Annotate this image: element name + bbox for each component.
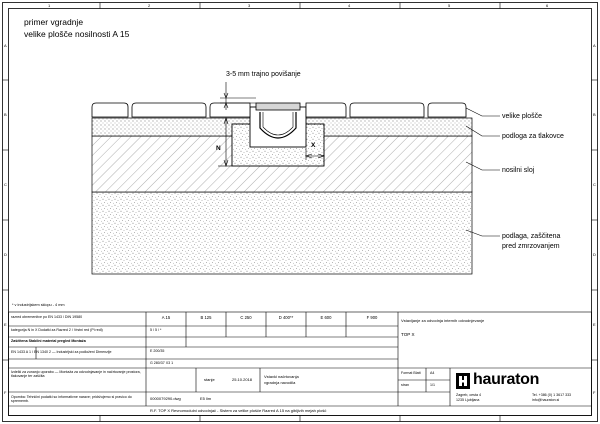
- bottom-description: R.F. TOP X Revnomodulni odvodnjač - Sist…: [150, 408, 327, 413]
- border-col-label: 5: [448, 2, 451, 8]
- raise-annotation: 3-5 mm trajno povišanje: [226, 71, 301, 78]
- tb-left-row-1: razred obremenitve po EN 1433 / DIN 1958…: [11, 315, 83, 319]
- right-title: Vstavljanje za odvodnja internih odvodnj…: [401, 318, 485, 323]
- address-line1: Zagreb, cesta 4: [456, 393, 481, 397]
- channel-grating: [255, 102, 301, 111]
- label-frost-base-1: podlaga, zaščitena: [502, 233, 561, 240]
- border-row-label: B: [4, 112, 7, 117]
- border-row-label: D: [593, 252, 596, 257]
- border-row-label: A: [593, 43, 596, 48]
- n-dimension-label: N: [216, 145, 221, 152]
- tb-left-row-5: Izdelki za zunanjo uporabo — Montaža za …: [11, 370, 141, 379]
- x-dimension-label: X: [311, 142, 316, 149]
- scale-note: E5 lim: [200, 396, 212, 401]
- tb-left-row-6: Opomba: Tehnični podatki so informativne…: [11, 395, 132, 404]
- label-frost-base-2: pred zmrzovanjem: [502, 243, 560, 250]
- norm-ref: E 200/35: [150, 349, 165, 353]
- border-col-label: 3: [248, 2, 251, 8]
- description-line2: vgradnja navodila: [264, 380, 296, 385]
- load-class-f900: F 900: [366, 315, 378, 320]
- border-col-label: 4: [348, 2, 351, 8]
- border-col-label: 2: [148, 2, 151, 8]
- description-line1: Vstavki načrtovanja: [264, 374, 299, 379]
- border-row-label: D: [4, 252, 7, 257]
- border-row-label: F: [4, 390, 7, 395]
- border-row-label: C: [593, 182, 596, 187]
- channel-profile: [259, 112, 297, 139]
- drawing-title-line1: primer vgradnje: [24, 17, 84, 27]
- label-bearing-layer: nosilni sloj: [502, 167, 535, 174]
- border-row-label: F: [593, 390, 596, 395]
- phone-number: Tel. +386 (0) 1 3617 333: [532, 393, 572, 397]
- hauraton-logo-text: hauraton: [473, 371, 540, 388]
- drawing-number: 0000079290.dwg: [150, 396, 181, 401]
- email-address: info@hauraton.si: [532, 398, 560, 402]
- border-col-label: 1: [48, 2, 51, 8]
- load-class-c250: C 250: [240, 315, 252, 320]
- frost-base-layer: [91, 191, 473, 275]
- cell-value-a15: 5 / 5 / *: [150, 328, 162, 332]
- n-dimension: [218, 117, 232, 167]
- sheet-value: 1/1: [430, 383, 435, 387]
- load-class-e600: E 600: [320, 315, 332, 320]
- tb-left-row-4: EN 1433 A 1 / EN 1340 2 — Industrijski z…: [11, 350, 112, 354]
- tb-left-row-3: Zaščitena Stabilni material pregled Mont…: [11, 339, 86, 343]
- border-row-label: E: [593, 322, 596, 327]
- format-value: A4: [430, 371, 435, 375]
- leader-lines: [465, 107, 500, 237]
- sheet-label: stran: [401, 383, 409, 387]
- border-row-label: B: [593, 112, 596, 117]
- state-label: stanje: [204, 377, 215, 382]
- load-class-d400: D 400**: [278, 315, 294, 320]
- label-paving-base: podloga za tlakovce: [502, 133, 564, 140]
- raise-dimension: [220, 82, 256, 110]
- x-dimension: [305, 148, 325, 160]
- border-row-label: A: [4, 43, 7, 48]
- hauraton-logo-mark: [456, 373, 470, 389]
- load-class-b125: B 125: [200, 315, 212, 320]
- large-slabs: [91, 102, 467, 118]
- title-block-grid: [8, 311, 592, 416]
- border-row-label: E: [4, 322, 7, 327]
- product-name: TOP X: [401, 332, 415, 337]
- tb-left-row-2: kategorija N in X Dodatki za Razred 2 / …: [11, 328, 103, 332]
- drawing-title-line2: velike plošče nosilnosti A 15: [24, 29, 130, 39]
- load-class-a15: A 15: [161, 315, 171, 320]
- channel-body: [249, 106, 307, 148]
- border-row-label: C: [4, 182, 7, 187]
- footnote: * v industrijskem sklopu - 4 mm: [12, 303, 65, 307]
- format-label: Format Blatt: [401, 371, 421, 375]
- cover-ref: G 280/37 X3 1: [150, 361, 174, 365]
- revision-date: 25.10.2018: [232, 377, 253, 382]
- border-col-label: 6: [546, 2, 549, 8]
- address-line2: 1235 Ljubljana: [456, 398, 480, 402]
- label-large-slabs: velike plošče: [502, 113, 543, 120]
